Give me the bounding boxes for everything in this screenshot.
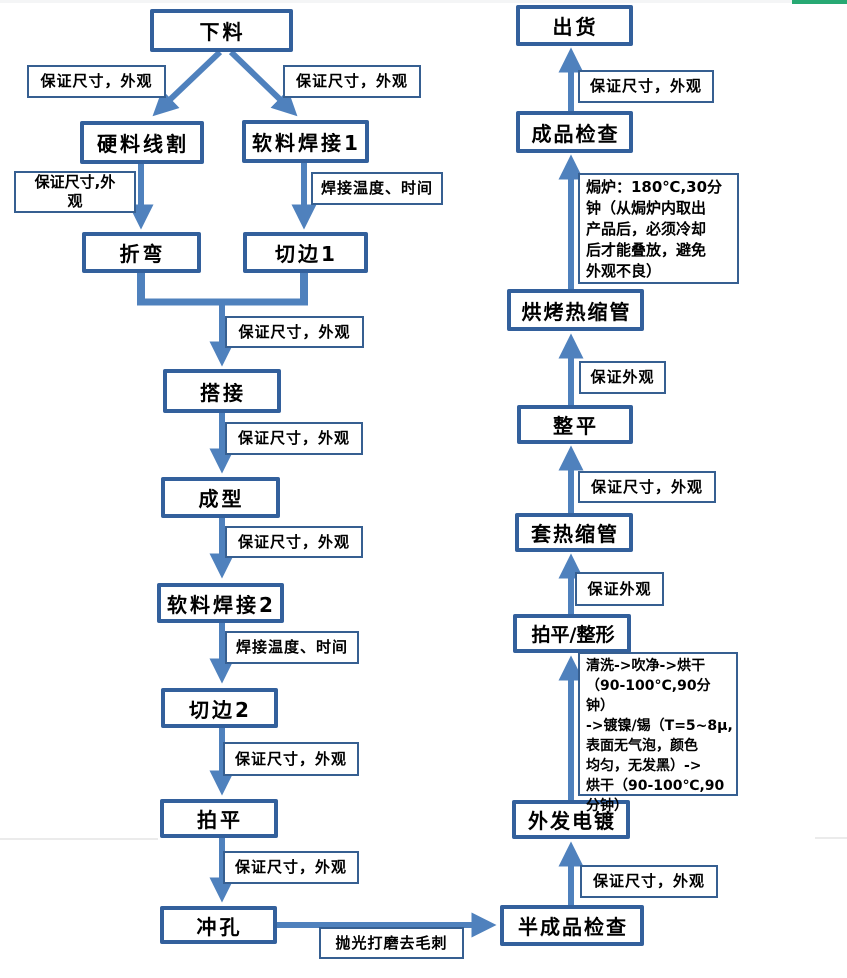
edge-label-baozheng-waiguan-1: 保证外观 (575, 572, 664, 606)
flow-node-label: 拍平 (197, 808, 243, 832)
flow-node-yingliao-xiange: 硬料线割 (80, 121, 204, 164)
flow-node-qiebian-1: 切边1 (243, 232, 368, 273)
edge-label-baozheng-chicun-waiguan-3: 保证尺寸,外 观 (14, 171, 136, 213)
flow-node-waifa-diandu: 外发电镀 (512, 800, 630, 839)
flow-node-label: 成型 (198, 487, 245, 511)
flow-node-xialiao: 下料 (150, 9, 293, 52)
flow-node-hongkao-resuoguan: 烘烤热缩管 (507, 289, 644, 331)
arrow-xialiao-to-ruanliao1 (228, 49, 298, 117)
flow-node-label: 硬料线割 (97, 132, 189, 156)
flow-node-chongkong: 冲孔 (160, 906, 277, 944)
flow-node-label: 软料焊接2 (167, 592, 276, 617)
edge-label-baozheng-chicun-waiguan-11: 保证尺寸，外观 (578, 70, 714, 103)
edge-label-diandu-process-detail: 清洗->吹净->烘干 （90-100°C,90分钟） ->镀镍/锡（T=5~8µ… (578, 652, 738, 814)
flow-node-dajie: 搭接 (163, 369, 281, 413)
flow-node-label: 搭接 (200, 380, 246, 405)
faint-divider-right (815, 837, 847, 839)
flow-node-qiebian-2: 切边2 (161, 688, 278, 728)
flow-node-label: 冲孔 (196, 914, 243, 939)
edge-label-baozheng-chicun-waiguan-4: 保证尺寸，外观 (225, 316, 364, 348)
flow-node-label: 半成品检查 (518, 915, 628, 939)
flow-node-zhengping: 整平 (517, 405, 633, 444)
flow-node-label: 折弯 (119, 242, 166, 266)
edge-label-baozheng-chicun-waiguan-6: 保证尺寸，外观 (225, 526, 363, 558)
flow-node-label: 整平 (553, 414, 599, 438)
flow-node-label: 出货 (552, 15, 599, 39)
edge-label-hanjie-wendu-shijian-2: 焊接温度、时间 (225, 631, 359, 664)
edge-label-baozheng-chicun-waiguan-1: 保证尺寸，外观 (27, 65, 166, 98)
top-green-bar (792, 0, 847, 4)
flow-node-paiping-zhengxing: 拍平/整形 (513, 614, 631, 653)
flow-node-label: 外发电镀 (528, 809, 616, 833)
edge-label-baozheng-chicun-waiguan-5: 保证尺寸，外观 (225, 422, 363, 455)
edge-label-baozheng-chicun-waiguan-8: 保证尺寸，外观 (223, 851, 359, 884)
faint-divider-left (0, 838, 158, 840)
edge-label-baozheng-chicun-waiguan-9: 保证尺寸，外观 (580, 865, 718, 898)
edge-label-hanjie-wendu-shijian-1: 焊接温度、时间 (311, 172, 443, 205)
flow-node-label: 切边2 (189, 697, 252, 722)
flow-node-tao-resuoguan: 套热缩管 (515, 513, 633, 552)
flow-node-ruanliao-hanjie-2: 软料焊接2 (157, 583, 284, 623)
flow-node-label: 烘烤热缩管 (521, 299, 632, 324)
edge-label-baozheng-chicun-waiguan-2: 保证尺寸，外观 (283, 65, 421, 98)
edge-label-baozheng-chicun-waiguan-10: 保证尺寸，外观 (578, 471, 716, 503)
edge-label-julu-baking-detail: 焗炉：180℃,30分 钟（从焗炉内取出 产品后，必须冷却 后才能叠放，避免 外… (578, 173, 739, 284)
flow-node-label: 下料 (199, 20, 246, 44)
flow-node-chengpin-jiancha: 成品检查 (516, 111, 633, 153)
edge-label-paoguang-damo-qumaoci: 抛光打磨去毛刺 (319, 927, 464, 959)
top-gray-strip (0, 0, 847, 3)
edge-label-baozheng-chicun-waiguan-7: 保证尺寸，外观 (223, 742, 359, 776)
flow-node-label: 套热缩管 (531, 522, 619, 546)
edge-label-baozheng-waiguan-2: 保证外观 (579, 361, 666, 394)
flow-node-paiping: 拍平 (160, 799, 278, 838)
flow-node-chuhuo: 出货 (516, 5, 633, 46)
flow-node-zhewan: 折弯 (82, 232, 201, 273)
flow-node-banchengpin-jiancha: 半成品检查 (500, 905, 644, 946)
flow-node-label: 切边1 (275, 242, 338, 266)
flow-node-label: 拍平/整形 (531, 624, 615, 646)
flow-node-label: 软料焊接1 (252, 131, 361, 155)
arrow-xialiao-to-yingliao (152, 49, 223, 117)
flow-node-label: 成品检查 (531, 121, 620, 146)
flow-node-chengxing: 成型 (161, 477, 280, 518)
flow-node-ruanliao-hanjie-1: 软料焊接1 (242, 120, 369, 163)
